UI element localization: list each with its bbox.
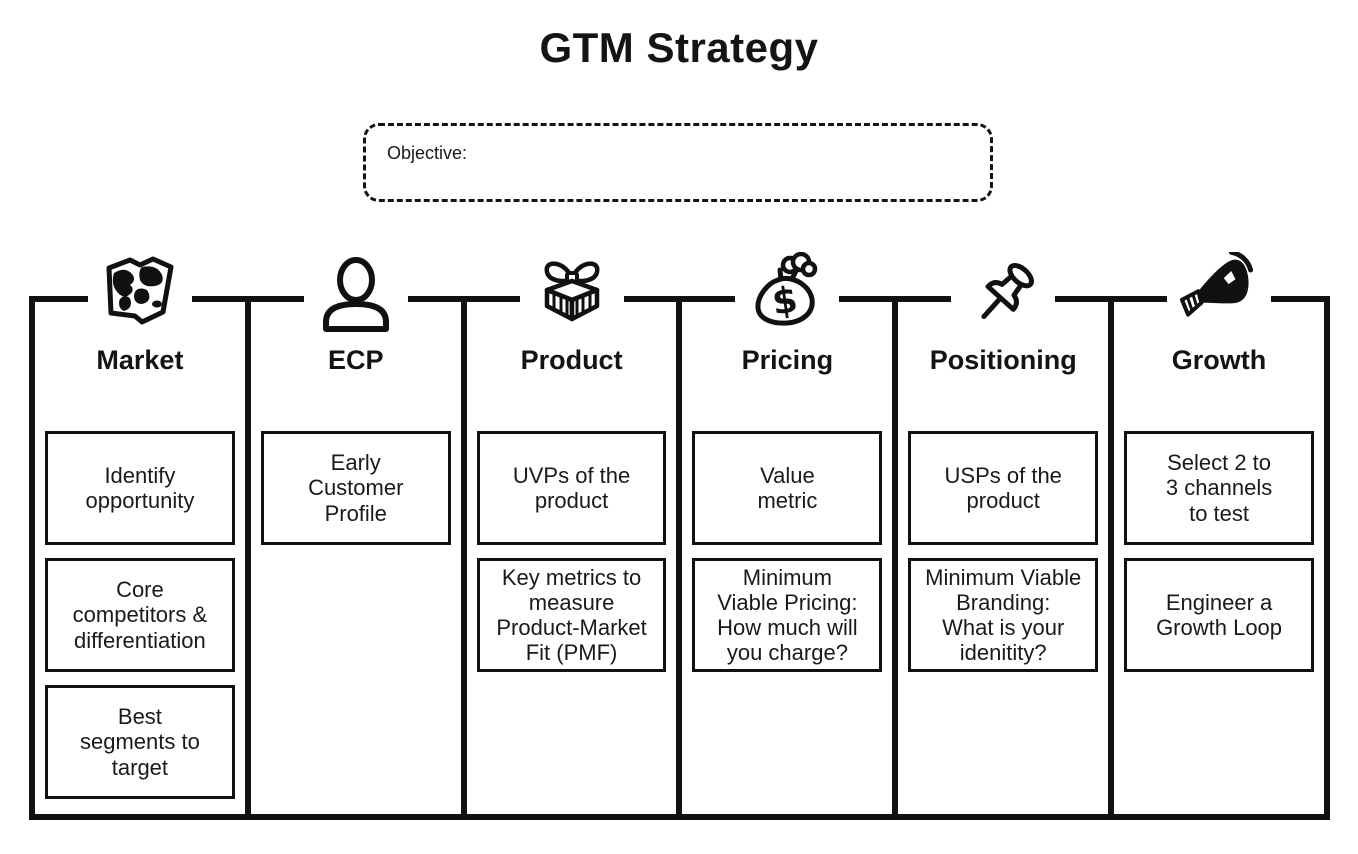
positioning-boxes: USPs of the product Minimum Viable Brand… — [908, 431, 1099, 672]
column-title-pricing: Pricing — [741, 345, 834, 375]
column-positioning: Positioning USPs of the product Minimum … — [898, 252, 1115, 814]
note-box: Engineer a Growth Loop — [1124, 558, 1314, 672]
growth-boxes: Select 2 to 3 channels to test Engineer … — [1124, 431, 1314, 672]
strategy-board: Market Identify opportunity Core competi… — [29, 252, 1330, 820]
column-title-market: Market — [96, 345, 184, 375]
column-title-growth: Growth — [1171, 345, 1267, 375]
page-title: GTM Strategy — [539, 24, 819, 71]
column-market: Market Identify opportunity Core competi… — [35, 252, 251, 814]
note-box: Select 2 to 3 channels to test — [1124, 431, 1314, 545]
product-boxes: UVPs of the product Key metrics to measu… — [476, 431, 667, 672]
objective-box: Objective: — [363, 123, 993, 202]
column-title-positioning: Positioning — [929, 345, 1077, 375]
svg-text:$: $ — [770, 279, 801, 323]
pricing-boxes: Value metric Minimum Viable Pricing: How… — [692, 431, 883, 672]
note-box: Best segments to target — [45, 685, 235, 799]
person-icon — [303, 252, 408, 338]
column-product: Product UVPs of the product Key metrics … — [467, 252, 683, 814]
column-title-product: Product — [520, 345, 623, 375]
column-title-ecp: ECP — [327, 345, 384, 375]
column-ecp: ECP Early Customer Profile — [251, 252, 467, 814]
note-box: UVPs of the product — [476, 431, 667, 545]
note-box: USPs of the product — [908, 431, 1099, 545]
map-icon — [87, 252, 192, 338]
note-box: Value metric — [692, 431, 883, 545]
gift-icon — [519, 252, 624, 338]
column-growth: Growth Select 2 to 3 channels to test En… — [1114, 252, 1324, 814]
market-boxes: Identify opportunity Core competitors & … — [45, 431, 235, 799]
push-pin-icon — [951, 252, 1056, 338]
note-box: Minimum Viable Branding: What is your id… — [908, 558, 1099, 672]
note-box: Core competitors & differentiation — [45, 558, 235, 672]
note-box: Key metrics to measure Product-Market Fi… — [476, 558, 667, 672]
column-pricing: $ Pricing Value metric Minimum Viable Pr… — [682, 252, 899, 814]
note-box: Identify opportunity — [45, 431, 235, 545]
note-box: Early Customer Profile — [260, 431, 451, 545]
note-box: Minimum Viable Pricing: How much will yo… — [692, 558, 883, 672]
money-bag-icon: $ — [735, 252, 840, 338]
ecp-boxes: Early Customer Profile — [260, 431, 451, 545]
objective-label: Objective: — [387, 143, 468, 163]
megaphone-icon — [1167, 252, 1272, 338]
